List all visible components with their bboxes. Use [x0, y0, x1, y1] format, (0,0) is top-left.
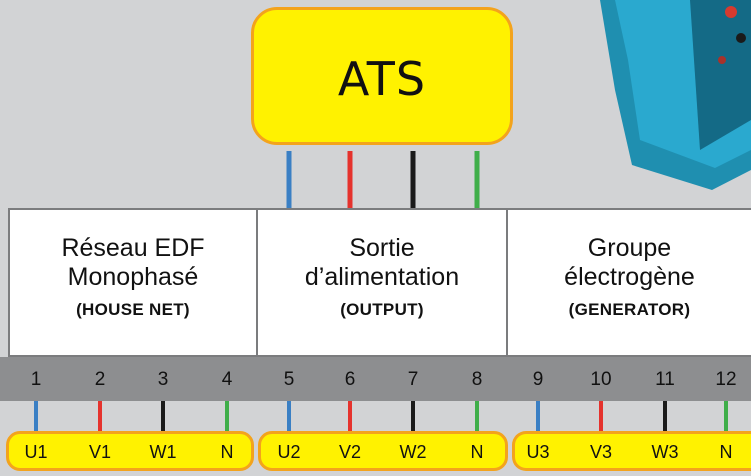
terminal-number: 1	[30, 369, 42, 390]
terminal-group-house-net	[6, 431, 254, 471]
panel-house-net: Réseau EDF Monophasé (HOUSE NET)	[8, 208, 258, 357]
panel-title-line2: Monophasé	[67, 263, 199, 291]
terminal-number: 11	[655, 369, 675, 390]
terminal-label: V2	[338, 442, 362, 462]
ats-device-photo	[600, 0, 751, 190]
terminal-label: W2	[399, 442, 427, 462]
panel-subtitle: (OUTPUT)	[340, 300, 424, 319]
terminal-number: 5	[283, 369, 295, 390]
panel-output: Sortie d’alimentation (OUTPUT)	[256, 208, 508, 357]
panel-subtitle: (GENERATOR)	[568, 300, 691, 319]
terminal-label: V1	[88, 442, 112, 462]
terminal-number: 7	[407, 369, 419, 390]
panel-title-line1: Sortie	[349, 234, 415, 262]
terminal-label: U3	[526, 442, 550, 462]
terminal-group-generator	[512, 431, 751, 471]
terminal-number: 10	[590, 369, 612, 390]
panel-generator: Groupe électrogène (GENERATOR)	[506, 208, 751, 357]
terminal-wires	[34, 401, 728, 432]
ats-box: ATS	[251, 7, 513, 145]
terminal-label: U2	[277, 442, 301, 462]
ats-label: ATS	[337, 52, 427, 106]
terminal-label: U1	[24, 442, 48, 462]
terminal-number: 4	[221, 369, 233, 390]
terminal-number: 12	[715, 369, 737, 390]
terminal-label: N	[470, 442, 484, 462]
terminal-number: 2	[94, 369, 106, 390]
panel-subtitle: (HOUSE NET)	[76, 300, 190, 319]
terminal-label: W3	[651, 442, 679, 462]
terminal-label: V3	[589, 442, 613, 462]
terminal-number: 9	[532, 369, 544, 390]
terminal-label: N	[719, 442, 733, 462]
terminal-group-output	[258, 431, 508, 471]
panel-title-line1: Réseau EDF	[61, 234, 205, 262]
terminal-number: 8	[471, 369, 483, 390]
panel-title-line2: électrogène	[564, 263, 695, 291]
panel-title-line1: Groupe	[587, 234, 672, 262]
terminal-label: W1	[149, 442, 177, 462]
terminal-strip	[0, 357, 751, 401]
terminal-number: 6	[344, 369, 356, 390]
ats-output-wires	[286, 151, 480, 208]
terminal-number: 3	[157, 369, 169, 390]
terminal-label: N	[220, 442, 234, 462]
panel-title-line2: d’alimentation	[304, 263, 460, 291]
